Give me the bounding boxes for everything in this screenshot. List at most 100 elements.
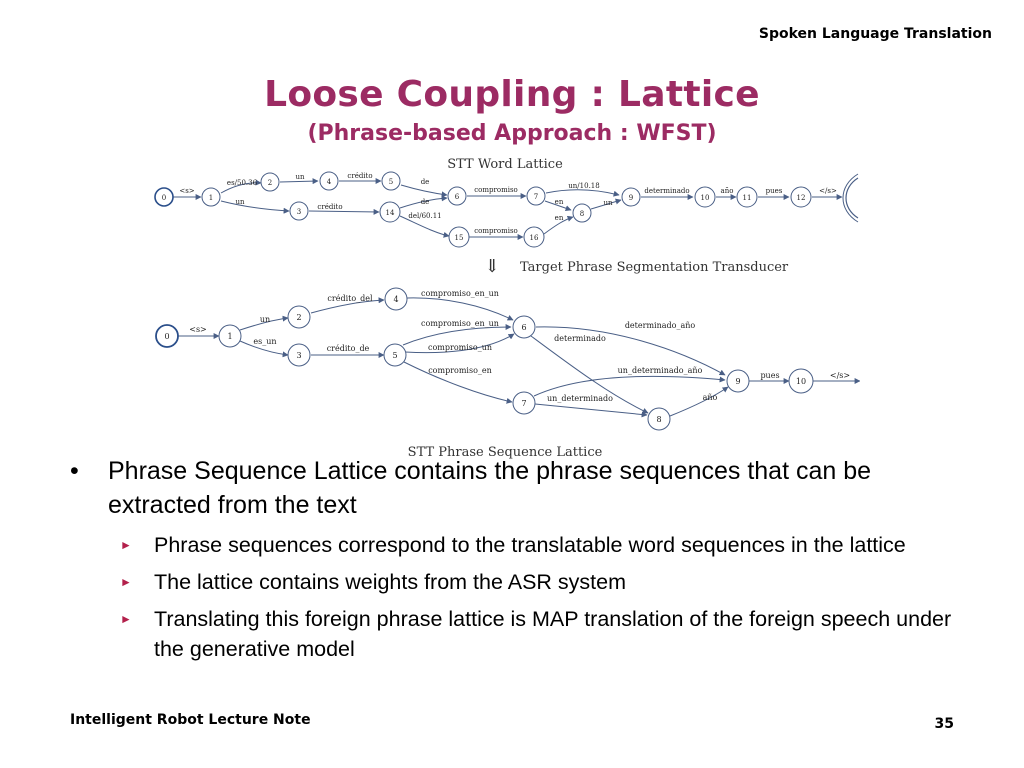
- wl-node-10: [694, 186, 716, 208]
- wl-node-9: [621, 187, 641, 207]
- wl-edge-14-6: [399, 195, 448, 209]
- wl-edge-2-4: [279, 178, 319, 185]
- wl-label: <s>: [179, 187, 194, 195]
- pl-node-2: [287, 305, 311, 329]
- pl-node-0: [155, 324, 179, 348]
- pl-label: determinado: [554, 334, 606, 343]
- wl-node-label: 16: [530, 234, 539, 242]
- wl-node-label: 15: [455, 234, 464, 242]
- wl-label: pues: [766, 187, 783, 195]
- pl-label: un: [260, 315, 270, 324]
- word-lattice-caption: STT Word Lattice: [447, 157, 563, 172]
- wl-node-label: 12: [797, 194, 806, 202]
- pl-node-10: [788, 368, 814, 394]
- wl-node-5: [381, 171, 401, 191]
- wl-node-8: [572, 203, 592, 223]
- wl-edge-3-14: [308, 208, 380, 215]
- page-number: 35: [934, 716, 954, 732]
- triangle-bullet-icon: ►: [120, 538, 132, 552]
- pl-edge-2-4: [310, 297, 385, 314]
- pl-edge-6-8: [530, 335, 649, 414]
- sub-bullet-text: The lattice contains weights from the AS…: [154, 570, 627, 594]
- wl-node-16: [523, 226, 545, 248]
- pl-edge-7-9: [533, 375, 726, 397]
- wl-node-label: 6: [455, 193, 460, 201]
- wl-node-label: 9: [629, 194, 633, 202]
- pl-node-7: [512, 391, 536, 415]
- wl-label: es/50.36: [227, 179, 258, 187]
- pl-label: compromiso_en_un: [421, 319, 499, 328]
- wl-node-label: 4: [327, 178, 332, 186]
- footer-note: Intelligent Robot Lecture Note: [70, 712, 311, 728]
- wl-node-label: 5: [389, 178, 393, 186]
- pl-label: es_un: [253, 337, 276, 346]
- pl-node-1: [218, 324, 242, 348]
- wl-node-7: [526, 186, 546, 206]
- pl-edge-5-6-a: [402, 324, 512, 346]
- pl-edge-5-7: [403, 361, 513, 404]
- triangle-bullet-icon: ►: [120, 575, 132, 589]
- wl-label: de: [421, 178, 430, 186]
- wl-node-label: 1: [209, 194, 213, 202]
- transducer-caption: Target Phrase Segmentation Transducer: [520, 260, 789, 275]
- wl-edge-1-3: [220, 200, 290, 214]
- triangle-bullet-icon: ►: [120, 612, 132, 626]
- pl-label: compromiso_en_un: [421, 289, 499, 298]
- wl-final-state: [845, 177, 859, 219]
- wl-node-1: [201, 187, 221, 207]
- slide-subtitle: (Phrase-based Approach : WFST): [307, 121, 717, 146]
- wl-node-label: 3: [297, 208, 301, 216]
- pl-label: <s>: [189, 325, 207, 334]
- pl-node-5: [383, 343, 407, 367]
- wl-edge-8-9: [590, 198, 622, 210]
- pl-node-6: [512, 315, 536, 339]
- pl-node-label: 1: [227, 332, 232, 341]
- wl-label: determinado: [644, 187, 689, 195]
- wl-edge-1-2: [220, 179, 262, 194]
- wl-edge-5-6: [400, 184, 448, 198]
- wl-label: compromiso: [474, 186, 518, 194]
- phrase-lattice-caption: STT Phrase Sequence Lattice: [408, 445, 603, 460]
- wl-label: año: [721, 187, 734, 195]
- pl-edge-1-2: [239, 315, 289, 331]
- pl-node-9: [726, 369, 750, 393]
- sub-bullet-text: Translating this foreign phrase lattice …: [154, 607, 952, 661]
- sub-bullet-item: ► Translating this foreign phrase lattic…: [120, 604, 960, 664]
- pl-node-label: 5: [392, 351, 397, 360]
- wl-edge-14-15: [399, 215, 450, 238]
- bullet-item: • Phrase Sequence Lattice contains the p…: [70, 454, 960, 522]
- slide-title: Loose Coupling : Lattice: [264, 74, 760, 115]
- wl-final-state-outer: [842, 173, 859, 223]
- wl-label: en: [555, 214, 564, 222]
- wl-label: un/10.18: [568, 182, 599, 190]
- pl-node-8: [647, 407, 671, 431]
- pl-node-3: [287, 343, 311, 367]
- wl-label: </s>: [819, 187, 837, 195]
- wl-label: crédito: [317, 203, 342, 211]
- pl-label: un_determinado: [547, 394, 613, 403]
- wl-node-label: 14: [386, 209, 395, 217]
- wl-label: un: [295, 173, 305, 181]
- header-title: Spoken Language Translation: [758, 26, 992, 42]
- pl-label: compromiso_en: [428, 366, 492, 375]
- sub-bullet-list: ► Phrase sequences correspond to the tra…: [120, 530, 960, 664]
- wl-node-4: [319, 171, 339, 191]
- pl-edge-8-9: [669, 386, 729, 417]
- pl-node-label: 8: [656, 415, 661, 424]
- wl-node-2: [260, 172, 280, 192]
- wl-node-11: [736, 186, 758, 208]
- pl-edge-1-3: [239, 340, 289, 358]
- pl-label: un_determinado_año: [618, 366, 703, 375]
- pl-node-label: 3: [296, 351, 301, 360]
- wl-label: compromiso: [474, 227, 518, 235]
- wl-node-label: 8: [580, 210, 584, 218]
- pl-node-label: 7: [521, 399, 526, 408]
- pl-label: pues: [760, 371, 779, 380]
- wl-edge-16-8: [543, 215, 574, 235]
- pl-label: año: [703, 393, 718, 402]
- pl-edge-7-8: [534, 403, 648, 418]
- wl-node-label: 0: [162, 194, 166, 202]
- wl-node-label: 7: [534, 193, 538, 201]
- wl-label: un: [603, 199, 613, 207]
- wl-node-12: [790, 186, 812, 208]
